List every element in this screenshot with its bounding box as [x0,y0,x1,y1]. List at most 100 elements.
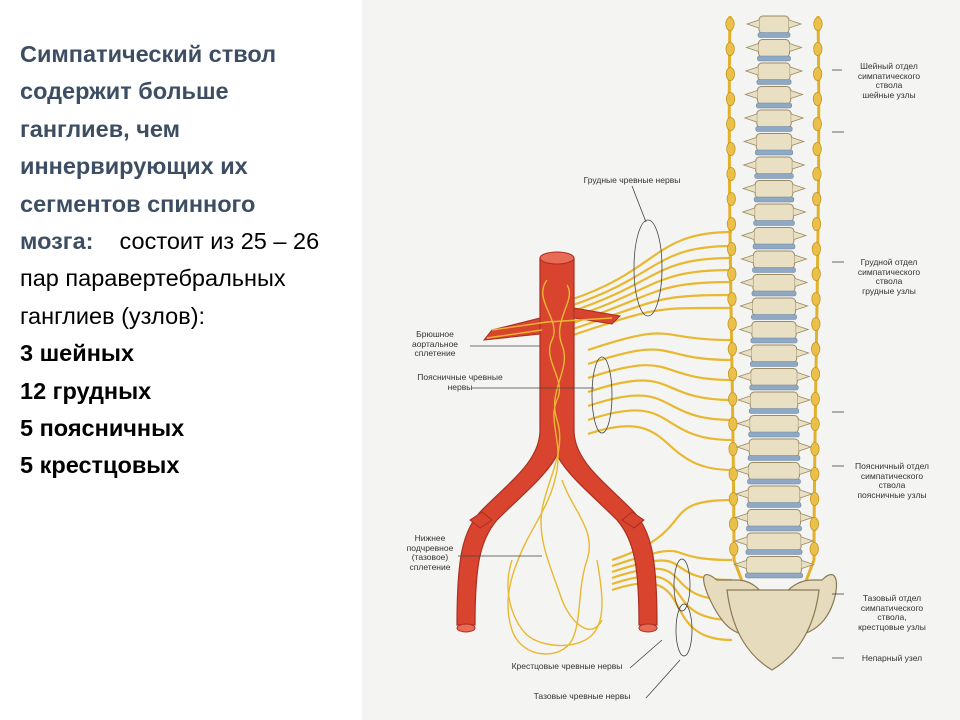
vertebra [750,368,798,387]
intervertebral-disc [748,431,800,438]
title-line: ганглиев, чем [20,115,180,142]
ganglion [725,17,735,31]
title-line: иннервирующих их [20,153,248,180]
vertebra [751,297,797,316]
callout-oval [673,558,691,612]
transverse-process [734,489,749,499]
ganglion [813,42,823,56]
intervertebral-disc [757,55,791,62]
vertebra [753,227,795,246]
splanchnic-nerve [569,244,733,308]
autonomic-plexus [486,279,613,655]
title-line: сегментов спинного [20,190,256,217]
ganglion [727,267,737,281]
title-line: мозга: [20,228,94,255]
transverse-process [789,43,803,52]
vertebra [756,109,792,128]
intervertebral-disc [752,243,796,250]
vertebra [752,274,796,293]
intervertebral-disc [753,196,795,203]
intervertebral-disc [754,149,794,156]
vertebra [753,250,795,269]
ganglion [812,117,822,131]
transverse-process [791,113,805,123]
vertebra [751,321,797,340]
splanchnic-nerve [587,379,733,402]
transverse-process [791,137,806,146]
transverse-process [733,560,747,569]
ganglion [810,417,820,431]
ganglion [728,392,738,406]
intervertebral-disc [747,478,801,485]
ganglion [727,317,737,331]
splanchnic-nerve [587,348,733,366]
vertebra [754,203,794,222]
ganglion [727,292,737,306]
intervertebral-disc [752,267,796,273]
label-sacral-nerves: Крестцовые чревные нервы [511,661,623,671]
intervertebral-disc [750,337,798,344]
body-line: ганглиев (узлов): [20,302,206,329]
transverse-process [796,325,810,334]
splanchnic-nerve [587,425,733,472]
vertebral-column [733,15,815,579]
label-text: ствола, [877,612,907,623]
count-sacral: 5 крестцовых [20,452,180,479]
transverse-process [745,19,760,29]
intervertebral-disc [749,361,798,367]
ganglion [727,242,737,256]
label-impar: Непарный узел [861,653,923,663]
transverse-process [790,90,804,99]
label-text: грудные узлы [862,285,916,296]
transverse-process [798,419,812,428]
ganglion [811,242,821,256]
splanchnic-nerve [587,332,733,352]
splanchnic-nerve [569,306,733,338]
plexus-strand [540,284,603,630]
ganglion [728,492,739,506]
intervertebral-disc [757,32,791,38]
label-text: Брюшное [416,329,454,339]
ganglion [725,42,735,56]
leader [629,639,663,669]
ganglion [812,192,822,206]
transverse-process [737,372,751,381]
transverse-process [735,466,749,475]
ganglion [811,317,821,331]
ganglion [727,342,737,356]
transverse-process [744,90,758,99]
anatomy-figure [456,15,844,699]
ganglion [811,267,821,281]
transverse-process [792,184,807,193]
label-aortic-plexus: Брюшное аортальное сплетение [400,329,470,359]
vertebra [747,485,801,504]
transverse-process [799,489,814,499]
label-text: симпатического [860,602,924,613]
label-text: подчревное [406,542,454,553]
vertebra [754,180,794,199]
vertebra [750,344,798,363]
ganglion [812,167,822,181]
transverse-process [742,160,756,170]
transverse-process [738,325,752,334]
ganglion [810,392,820,406]
label-lumbar-nerves: Поясничные чревные нервы [404,372,516,392]
ganglion [727,367,738,381]
ganglion [809,492,820,506]
intervertebral-disc [747,455,801,461]
intervertebral-disc [755,126,793,132]
leader [631,185,647,223]
transverse-process [801,560,815,569]
transverse-process [792,160,806,170]
ganglion [809,517,819,531]
plexus-strand [507,559,603,647]
count-lumbar: 5 поясничных [20,415,185,442]
plexus-strand [507,279,590,655]
transverse-process [796,348,810,358]
splanchnic-nerve [587,364,733,382]
transverse-process [734,513,748,522]
vertebra [748,462,800,481]
vertebra [757,62,791,81]
label-thoracic-nerves: Грудные чревные нервы [583,175,681,185]
ganglion [810,467,820,481]
